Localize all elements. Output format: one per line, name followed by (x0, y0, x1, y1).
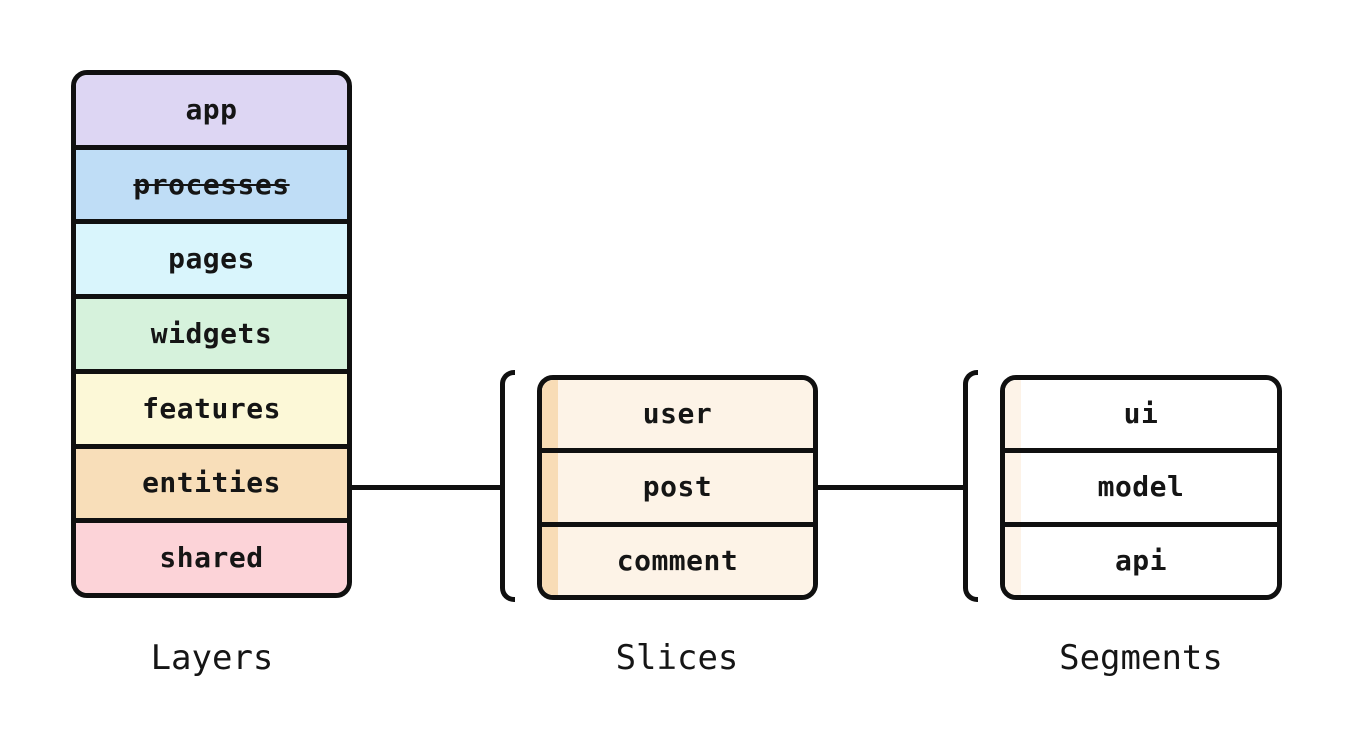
segment-label-api: api (1114, 543, 1168, 577)
connector-line-layers-slices (352, 485, 502, 490)
caption-slices: Slices (615, 638, 739, 678)
segment-strip (1005, 380, 1021, 449)
segment-label-ui: ui (1123, 397, 1159, 431)
slice-row-comment: comment (542, 526, 813, 595)
segments-box: ui model api (1000, 375, 1282, 600)
layer-row-widgets: widgets (76, 299, 347, 374)
layer-label-pages: pages (168, 242, 255, 276)
layer-row-app: app (76, 75, 347, 150)
slice-label-user: user (642, 397, 713, 431)
layer-label-app: app (185, 92, 238, 126)
segment-row-ui: ui (1005, 380, 1277, 454)
layer-label-shared: shared (159, 541, 264, 575)
connector-line-slices-segments (818, 485, 965, 490)
layer-label-features: features (142, 391, 281, 425)
segment-strip (1005, 526, 1021, 595)
slices-box: user post comment (537, 375, 818, 600)
segment-row-model: model (1005, 453, 1277, 527)
slice-strip (542, 453, 558, 522)
slice-strip (542, 526, 558, 595)
layer-label-processes: processes (133, 167, 290, 201)
layer-row-processes: processes (76, 149, 347, 225)
slice-strip (542, 380, 558, 449)
layer-row-entities: entities (76, 448, 347, 524)
segment-strip (1005, 453, 1021, 522)
caption-layers: Layers (150, 638, 274, 678)
slice-label-post: post (642, 470, 713, 504)
slice-label-comment: comment (616, 543, 739, 577)
slice-row-post: post (542, 453, 813, 527)
segment-label-model: model (1097, 470, 1185, 504)
segment-row-api: api (1005, 526, 1277, 595)
layer-row-features: features (76, 373, 347, 449)
segments-bracket (963, 370, 978, 602)
layer-row-shared: shared (76, 523, 347, 593)
layer-row-pages: pages (76, 224, 347, 300)
slices-bracket (500, 370, 515, 602)
layer-label-widgets: widgets (150, 317, 273, 351)
slice-row-user: user (542, 380, 813, 454)
layers-box: app processes pages widgets features ent… (71, 70, 352, 598)
caption-segments: Segments (1059, 638, 1223, 678)
layer-label-entities: entities (142, 466, 281, 500)
